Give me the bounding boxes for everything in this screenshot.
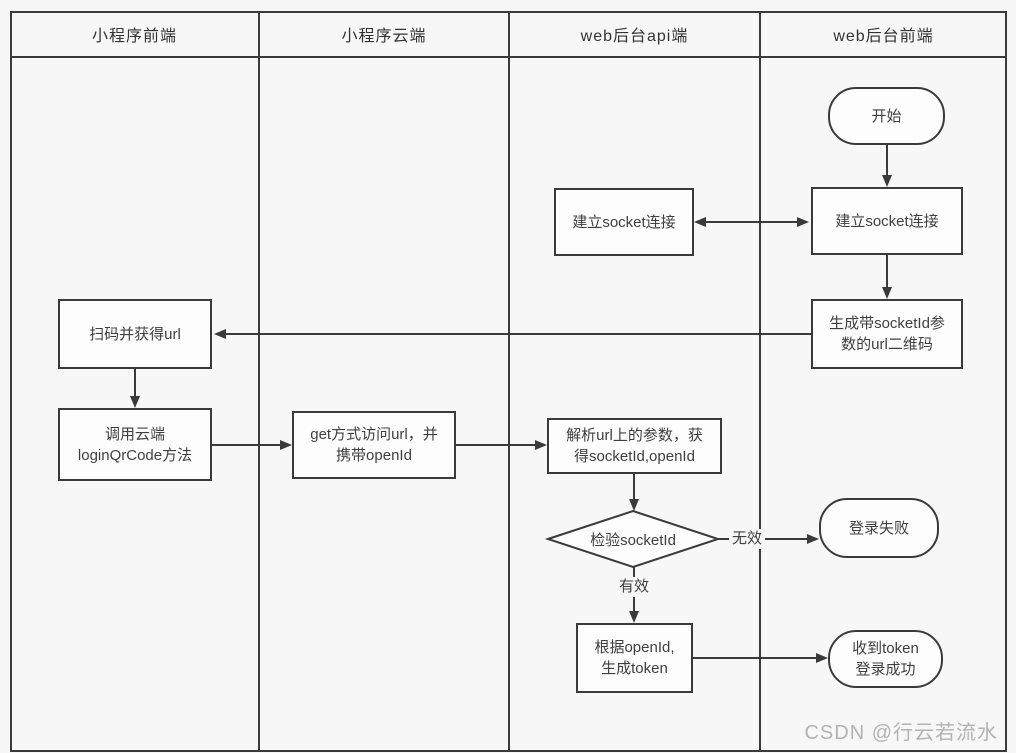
node-label: 根据openId, 生成token bbox=[594, 639, 675, 677]
node-label: 登录失败 bbox=[848, 519, 909, 537]
node-label: 生成带socketId参 数的url二维码 bbox=[829, 315, 945, 353]
lane-header-web-backend-frontend: web后台前端 bbox=[760, 11, 1007, 57]
lane-divider-3 bbox=[759, 11, 761, 752]
lane-header-miniprogram-frontend: 小程序前端 bbox=[10, 11, 259, 57]
node-label: 建立socket连接 bbox=[572, 213, 676, 231]
node-front-establish-socket: 建立socket连接 bbox=[811, 187, 963, 255]
node-parse-url-params: 解析url上的参数，获 得socketId,openId bbox=[547, 418, 722, 474]
node-label: get方式访问url，并 携带openId bbox=[310, 426, 438, 464]
node-generate-token: 根据openId, 生成token bbox=[576, 623, 693, 693]
node-label: 解析url上的参数，获 得socketId,openId bbox=[566, 427, 703, 465]
node-start: 开始 bbox=[828, 87, 945, 145]
lane-header-label: 小程序前端 bbox=[91, 28, 177, 45]
lane-header-label: 小程序云端 bbox=[341, 28, 427, 45]
lane-divider-2 bbox=[508, 11, 510, 752]
watermark: CSDN @行云若流水 bbox=[804, 722, 998, 744]
node-label: 收到token 登录成功 bbox=[852, 640, 919, 678]
node-get-request-url: get方式访问url，并 携带openId bbox=[292, 411, 456, 479]
node-label: 检验socketId bbox=[590, 531, 676, 549]
node-label: 开始 bbox=[871, 107, 902, 125]
node-scan-get-url: 扫码并获得url bbox=[58, 299, 212, 369]
lane-header-web-backend-api: web后台api端 bbox=[509, 11, 760, 57]
node-generate-qrcode: 生成带socketId参 数的url二维码 bbox=[811, 299, 963, 369]
node-login-fail: 登录失败 bbox=[819, 498, 939, 558]
node-call-cloud-loginqrcode: 调用云端 loginQrCode方法 bbox=[58, 408, 212, 481]
node-label: 建立socket连接 bbox=[835, 212, 939, 230]
lane-header-miniprogram-cloud: 小程序云端 bbox=[259, 11, 509, 57]
edge-label-invalid: 无效 bbox=[729, 529, 766, 549]
lane-header-divider bbox=[10, 56, 1007, 58]
lane-divider-1 bbox=[258, 11, 260, 752]
edge-label-valid: 有效 bbox=[616, 577, 653, 597]
lane-header-label: web后台api端 bbox=[580, 28, 689, 45]
node-login-success: 收到token 登录成功 bbox=[828, 630, 943, 688]
node-api-establish-socket: 建立socket连接 bbox=[554, 188, 694, 256]
lane-header-label: web后台前端 bbox=[833, 28, 934, 45]
node-label: 调用云端 loginQrCode方法 bbox=[77, 425, 193, 464]
node-check-socketid: 检验socketId bbox=[553, 527, 713, 551]
node-label: 扫码并获得url bbox=[89, 325, 181, 343]
